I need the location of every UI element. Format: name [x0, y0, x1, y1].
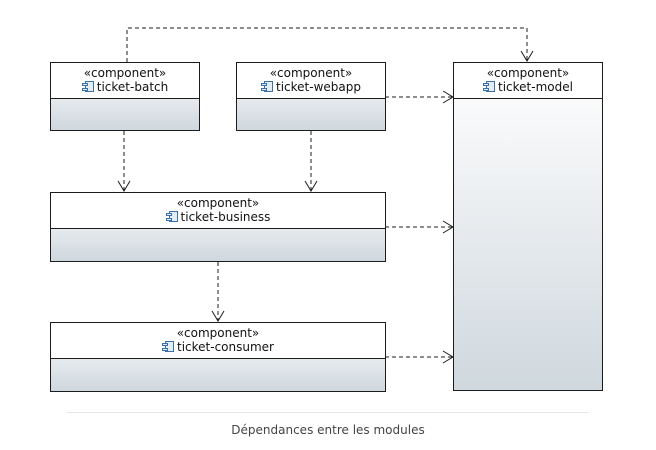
caption-divider: [66, 412, 588, 413]
stereotype-label: «component»: [486, 66, 570, 80]
component-ticket-consumer: «component» ticket-consumer: [50, 322, 386, 392]
dependency-batch-to-model: [126, 27, 528, 62]
arrowhead-business-to-consumer: [211, 310, 225, 322]
stereotype-label: «component»: [176, 196, 260, 210]
component-name: ticket-model: [498, 80, 573, 94]
component-header: «component» ticket-batch: [51, 63, 199, 99]
component-icon: [81, 81, 94, 92]
component-header: «component» ticket-model: [454, 63, 602, 99]
component-icon: [483, 81, 496, 92]
component-ticket-webapp: «component» ticket-webapp: [236, 62, 386, 131]
arrowhead-webapp-to-business: [304, 180, 318, 192]
component-ticket-model: «component» ticket-model: [453, 62, 603, 391]
component-header: «component» ticket-webapp: [237, 63, 385, 99]
component-header: «component» ticket-business: [51, 193, 385, 229]
figure-caption: Dépendances entre les modules: [231, 423, 425, 437]
component-name: ticket-consumer: [177, 340, 274, 354]
stereotype-label: «component»: [176, 326, 260, 340]
stereotype-label: «component»: [83, 66, 167, 80]
arrowhead-batch-to-business: [117, 180, 131, 192]
component-name: ticket-batch: [96, 80, 169, 94]
stereotype-label: «component»: [269, 66, 353, 80]
component-icon: [162, 341, 174, 352]
component-name: ticket-business: [180, 210, 271, 224]
arrowhead-batch-to-model: [520, 50, 534, 62]
component-ticket-business: «component» ticket-business: [50, 192, 386, 262]
component-ticket-batch: «component» ticket-batch: [50, 62, 200, 131]
component-icon: [261, 81, 273, 92]
component-icon: [165, 211, 178, 222]
component-name: ticket-webapp: [276, 80, 361, 94]
component-header: «component» ticket-consumer: [51, 323, 385, 359]
